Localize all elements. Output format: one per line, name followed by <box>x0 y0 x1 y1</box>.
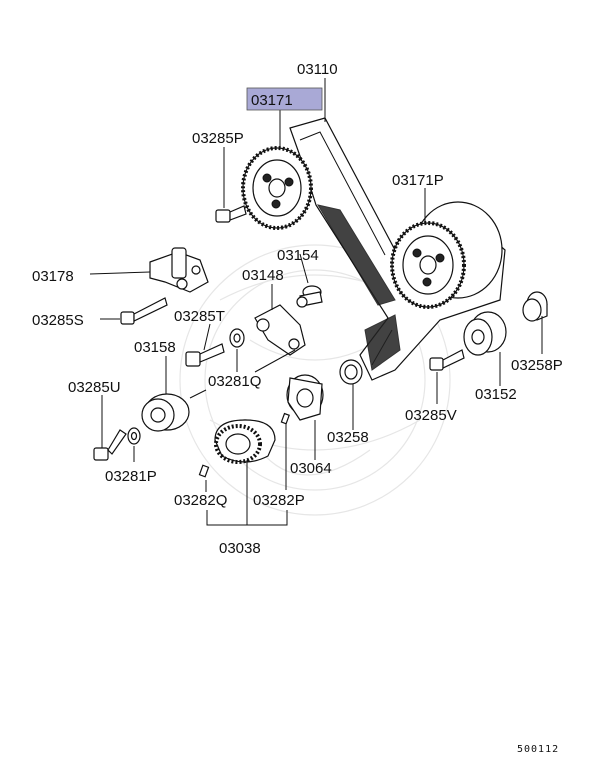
spacer-03258p[interactable] <box>522 291 548 322</box>
leader-lines <box>89 78 543 526</box>
idler-pulley[interactable] <box>463 311 507 356</box>
label-03064[interactable]: 03064 <box>290 460 332 477</box>
label-03178[interactable]: 03178 <box>32 268 74 285</box>
label-03285v[interactable]: 03285V <box>405 407 457 424</box>
label-03152[interactable]: 03152 <box>475 386 517 403</box>
bolt-03285u[interactable] <box>93 429 127 461</box>
label-03110[interactable]: 03110 <box>297 61 338 78</box>
label-03285u[interactable]: 03285U <box>68 379 121 396</box>
bolt-03285t[interactable] <box>185 343 225 367</box>
label-03281p[interactable]: 03281P <box>105 468 157 485</box>
crankshaft-sprocket[interactable] <box>214 419 276 464</box>
label-03038[interactable]: 03038 <box>219 540 261 557</box>
washer-03281q[interactable] <box>229 328 245 348</box>
part-labels: 03110 03171 03285P 03171P 03178 03154 03… <box>32 61 563 557</box>
bolt-03285v[interactable] <box>429 349 465 371</box>
label-03258p[interactable]: 03258P <box>511 357 563 374</box>
label-03285s[interactable]: 03285S <box>32 312 84 329</box>
washer-03281p[interactable] <box>127 427 141 445</box>
tensioner-pulley[interactable] <box>141 393 190 432</box>
label-03154[interactable]: 03154 <box>277 247 319 264</box>
crank-flange[interactable] <box>286 374 324 421</box>
bolt-03285p[interactable] <box>215 205 247 223</box>
label-03282p[interactable]: 03282P <box>253 492 305 509</box>
label-03258[interactable]: 03258 <box>327 429 369 446</box>
label-03282q[interactable]: 03282Q <box>174 492 227 509</box>
label-03285t[interactable]: 03285T <box>174 308 225 325</box>
label-03285p[interactable]: 03285P <box>192 130 244 147</box>
bolt-03285s[interactable] <box>120 297 168 325</box>
camshaft-sprocket-right[interactable] <box>390 201 503 309</box>
tensioner-arm[interactable] <box>254 304 306 356</box>
tensioner-pin[interactable] <box>296 285 323 308</box>
selected-part-highlight <box>246 87 323 111</box>
key-03282p[interactable] <box>280 412 290 425</box>
label-03281q[interactable]: 03281Q <box>208 373 261 390</box>
label-03158[interactable]: 03158 <box>134 339 176 356</box>
key-03282q[interactable] <box>198 464 210 478</box>
camshaft-sprocket-left[interactable] <box>241 146 313 230</box>
label-03148[interactable]: 03148 <box>242 267 284 284</box>
label-03171[interactable]: 03171 <box>251 92 293 109</box>
label-03171p[interactable]: 03171P <box>392 172 444 189</box>
drawing-code: 500112 <box>517 744 559 755</box>
auto-tensioner[interactable] <box>149 247 209 293</box>
washer-03258[interactable] <box>339 359 363 385</box>
